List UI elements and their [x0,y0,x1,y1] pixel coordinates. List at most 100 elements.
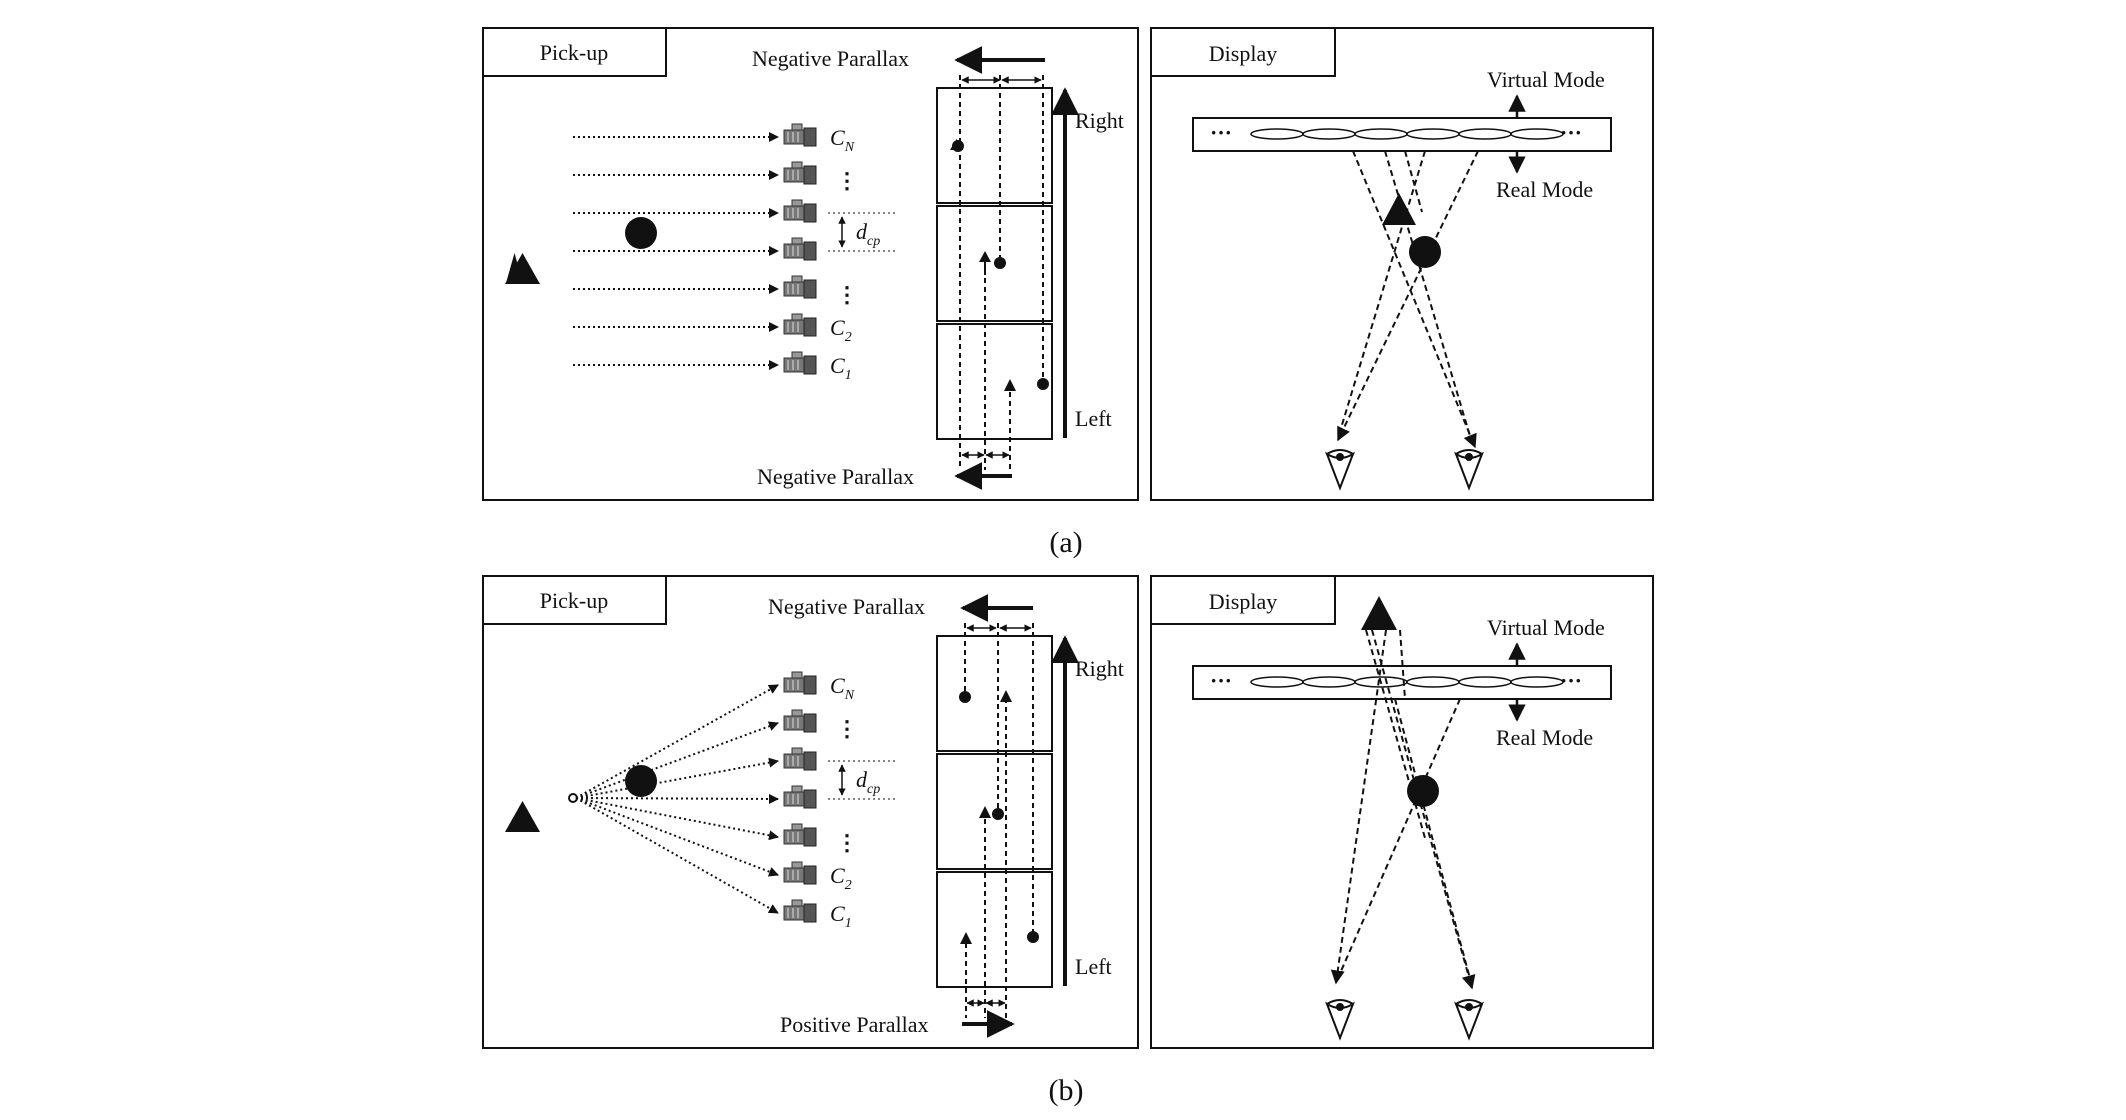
triangle-point [979,251,991,262]
image-frame-middle [936,205,1053,322]
lenslets [1250,128,1564,140]
pickup-rays [573,132,779,370]
camera-array [783,123,817,375]
convergence-point [568,793,578,803]
ellipsis-lower: ⋮ [836,830,858,855]
bottom-parallax-label: Positive Parallax [780,1012,928,1037]
circle-object [625,217,657,249]
projection-lines [959,75,1044,470]
eye-icon [1455,449,1483,489]
panel-a-display: Display ··· ··· Virtual Mode Real Mode [1150,27,1654,501]
camera-icon [783,671,817,695]
lens-dots-left: ··· [1210,668,1232,693]
pickup-tab-label: Pick-up [540,40,608,65]
circle-point [1027,931,1039,943]
right-label: Right [1075,108,1124,133]
camera-label-cn: CN [830,125,855,155]
left-label: Left [1075,954,1112,979]
circle-image [1407,775,1439,807]
lenslets [1250,676,1564,688]
camera-label-c1: C1 [830,901,852,931]
virtual-mode-label: Virtual Mode [1487,67,1605,92]
camera-icon [783,709,817,733]
circle-point [994,257,1006,269]
triangle-object [505,253,540,284]
dcp-spacing [828,212,895,252]
camera-icon [783,747,817,771]
eye-icon [1326,999,1354,1039]
virtual-mode-label: Virtual Mode [1487,615,1605,640]
image-frame-bottom [936,323,1053,440]
camera-icon [783,237,817,261]
lens-dots-right: ··· [1560,668,1582,693]
panel-b-display: Display ··· ··· Virtual Mode Real Mode [1150,575,1654,1049]
circle-point [992,808,1004,820]
camera-icon [783,199,817,223]
camera-icon [783,899,817,923]
triangle-point [960,932,972,944]
circle-point [1037,378,1049,390]
camera-icon [783,161,817,185]
circle-image [1409,236,1441,268]
dcp-label: dcp [856,219,880,249]
caption-a: (a) [1049,526,1082,559]
display-tab-label: Display [1209,589,1277,614]
camera-label-c1: C1 [830,353,852,383]
left-label: Left [1075,406,1112,431]
triangle-image [1361,596,1397,630]
top-parallax-label: Negative Parallax [768,594,925,619]
circle-point [952,140,964,152]
triangle-point [1000,690,1012,702]
pickup-tab [482,27,667,77]
camera-label-cn: CN [830,673,855,703]
lens-array [1192,665,1612,700]
display-tab [1150,575,1336,625]
camera-icon [783,275,817,299]
ellipsis-lower: ⋮ [836,282,858,307]
camera-label-c2: C2 [830,315,852,345]
triangle-object [505,801,540,832]
eye-icon [1455,999,1483,1039]
circle-object [625,765,657,797]
panel-a-pickup: Pick-up CN ⋮ ⋮ C2 C1 [482,27,1139,501]
real-mode-label: Real Mode [1496,177,1593,202]
camera-icon [783,785,817,809]
reconstruction-rays [1337,150,1479,449]
bottom-parallax-label: Negative Parallax [757,464,914,489]
camera-icon [783,351,817,375]
pickup-rays [575,684,779,914]
lens-dots-left: ··· [1210,120,1232,145]
triangle-point [979,806,991,818]
image-frame-middle [936,753,1053,870]
dcp-spacing [828,760,895,800]
dcp-label: dcp [856,767,880,797]
projection-lines [964,623,1034,1018]
triangle-image [1382,193,1416,225]
ellipsis-upper: ⋮ [836,168,858,193]
camera-icon [783,823,817,847]
panel-b-pickup: Pick-up CN ⋮ ⋮ C2 C1 [482,575,1139,1049]
camera-icon [783,313,817,337]
image-frame-top [936,635,1053,752]
pickup-tab [482,575,667,625]
top-parallax-label: Negative Parallax [752,46,909,71]
ellipsis-upper: ⋮ [836,716,858,741]
display-tab-label: Display [1209,41,1277,66]
triangle-point [1004,379,1016,391]
eye-icon [1326,449,1354,489]
real-mode-label: Real Mode [1496,725,1593,750]
camera-icon [783,861,817,885]
lens-dots-right: ··· [1560,120,1582,145]
circle-point [959,691,971,703]
camera-icon [783,123,817,147]
right-label: Right [1075,656,1124,681]
camera-label-c2: C2 [830,863,852,893]
lens-array [1192,117,1612,152]
image-frame-bottom [936,871,1053,988]
camera-array [783,671,817,923]
caption-b: (b) [1049,1074,1084,1107]
pickup-tab-label: Pick-up [540,588,608,613]
image-frame-top [936,87,1053,204]
display-tab [1150,27,1336,77]
